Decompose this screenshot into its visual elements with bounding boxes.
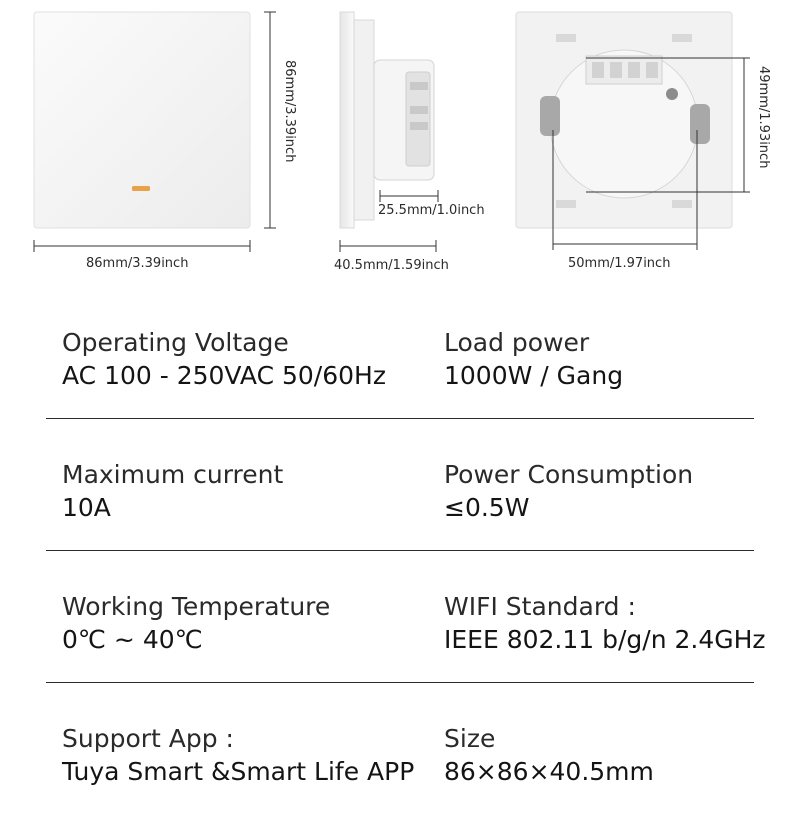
spec-size: Size 86×86×40.5mm xyxy=(444,722,654,788)
spec-label: WIFI Standard : xyxy=(444,592,636,621)
spec-label: Power Consumption xyxy=(444,460,694,489)
spec-value: ≤0.5W xyxy=(444,493,530,522)
spec-label: Maximum current xyxy=(62,460,284,489)
spec-working-temperature: Working Temperature 0℃ ~ 40℃ xyxy=(62,590,330,656)
spec-label: Support App : xyxy=(62,724,234,753)
led-indicator-icon xyxy=(132,186,150,191)
spec-value: AC 100 - 250VAC 50/60Hz xyxy=(62,361,386,390)
spec-label: Size xyxy=(444,724,496,753)
back-height-dimension xyxy=(586,57,750,193)
side-view xyxy=(339,11,435,229)
front-width-dimension xyxy=(33,240,251,252)
front-width-label: 86mm/3.39inch xyxy=(86,256,189,271)
spec-power-consumption: Power Consumption ≤0.5W xyxy=(444,458,693,524)
spec-row-1: Operating Voltage AC 100 - 250VAC 50/60H… xyxy=(46,326,754,419)
spec-value: 86×86×40.5mm xyxy=(444,757,654,786)
side-depth-inner-label: 25.5mm/1.0inch xyxy=(378,203,485,218)
spec-label: Load power xyxy=(444,328,590,357)
back-view xyxy=(515,11,733,229)
spec-row-3: Working Temperature 0℃ ~ 40℃ WIFI Standa… xyxy=(46,590,766,683)
spec-value: 1000W / Gang xyxy=(444,361,624,390)
spec-value: 10A xyxy=(62,493,111,522)
spec-row-4: Support App : Tuya Smart &Smart Life APP… xyxy=(46,722,754,814)
back-width-dimension xyxy=(552,130,698,250)
spec-wifi-standard: WIFI Standard : IEEE 802.11 b/g/n 2.4GHz xyxy=(444,590,766,656)
spec-load-power: Load power 1000W / Gang xyxy=(444,326,623,392)
spec-support-app: Support App : Tuya Smart &Smart Life APP xyxy=(62,722,414,788)
side-depth-total-label: 40.5mm/1.59inch xyxy=(334,258,449,273)
spec-row-2: Maximum current 10A Power Consumption ≤0… xyxy=(46,458,754,551)
spec-maximum-current: Maximum current 10A xyxy=(62,458,283,524)
spec-value: 0℃ ~ 40℃ xyxy=(62,625,203,654)
spec-label: Working Temperature xyxy=(62,592,331,621)
spec-value: Tuya Smart &Smart Life APP xyxy=(62,757,415,786)
reset-button-icon xyxy=(666,88,678,100)
back-width-label: 50mm/1.97inch xyxy=(568,256,671,271)
product-dimension-diagram xyxy=(33,11,750,252)
spec-label: Operating Voltage xyxy=(62,328,289,357)
front-view xyxy=(33,11,251,229)
back-height-label: 49mm/1.93inch xyxy=(756,66,771,169)
spec-operating-voltage: Operating Voltage AC 100 - 250VAC 50/60H… xyxy=(62,326,386,392)
front-height-label: 86mm/3.39inch xyxy=(282,60,297,163)
front-height-dimension xyxy=(264,11,276,229)
side-depth-inner-dimension xyxy=(379,190,439,202)
spec-value: IEEE 802.11 b/g/n 2.4GHz xyxy=(444,625,766,654)
side-depth-total-dimension xyxy=(339,240,437,252)
